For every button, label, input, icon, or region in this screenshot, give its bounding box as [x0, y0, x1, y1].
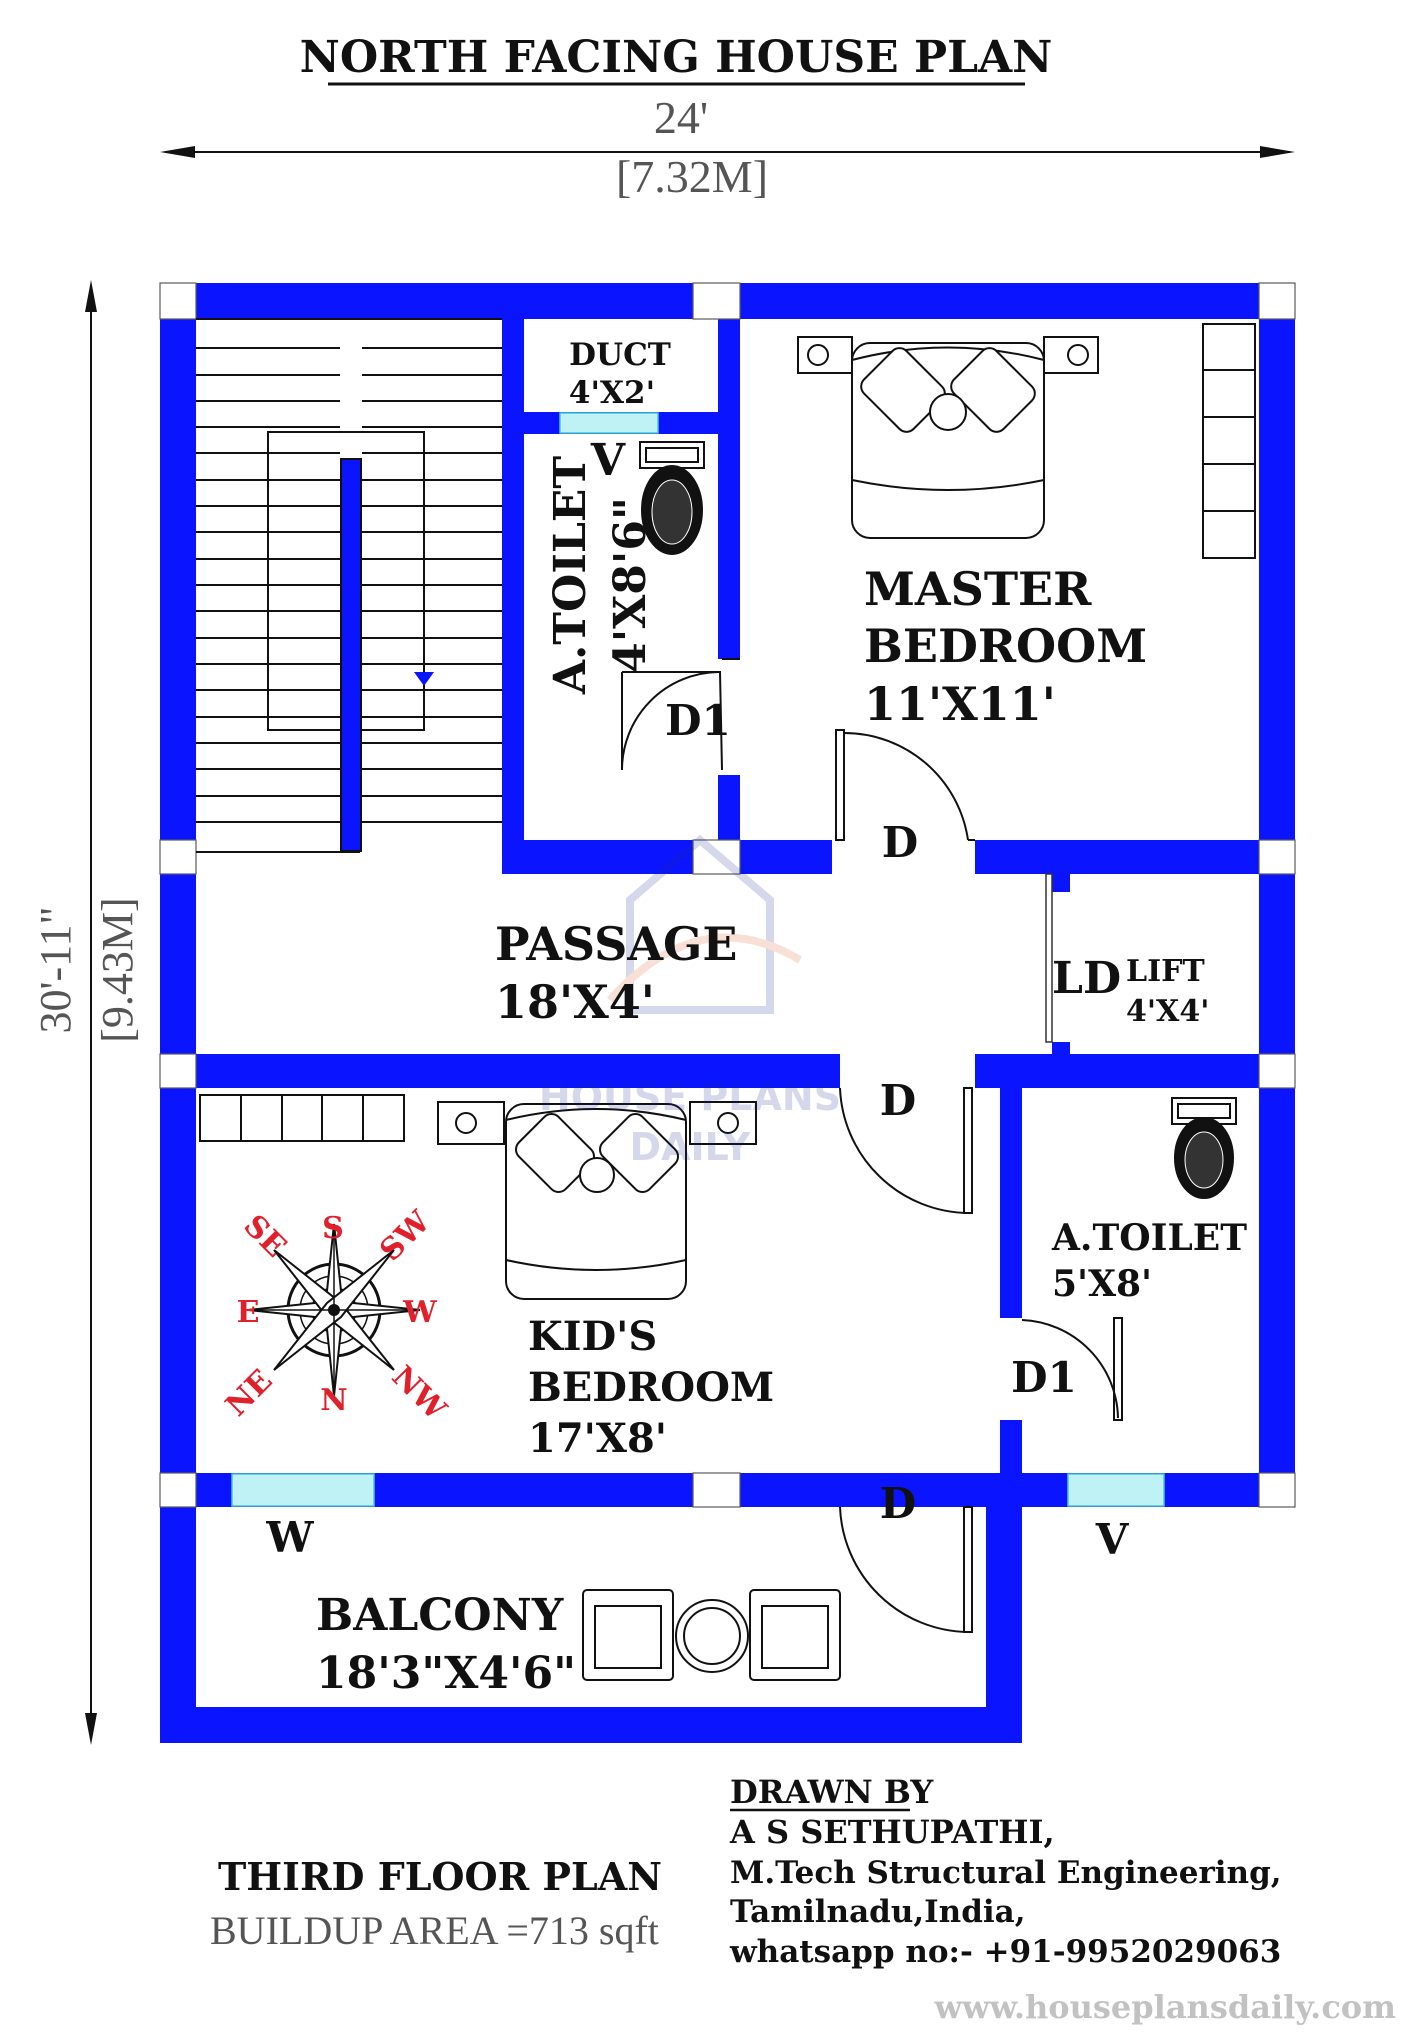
door-d1-right-label: D1 [1011, 1353, 1077, 1402]
window-label-bottom: W [265, 1513, 314, 1562]
width-dimension-feet: 24' [654, 92, 708, 143]
door-balcony-label: D [880, 1479, 916, 1528]
width-arrow-right [1260, 146, 1295, 158]
drawn-by-heading: DRAWN BY [730, 1773, 934, 1811]
kids-bed-icon [505, 1103, 687, 1300]
author-qualification: M.Tech Structural Engineering, [730, 1855, 1282, 1891]
toilet-top-size: 4'X8'6" [605, 497, 656, 673]
depth-arrow-bottom [85, 1713, 97, 1745]
width-arrow-left [160, 146, 195, 158]
kids-bedroom-size: 17'X8' [528, 1415, 667, 1462]
compass-s: S [322, 1211, 344, 1246]
kids-wardrobe-icon [199, 1094, 405, 1142]
door-master [835, 729, 975, 841]
master-wardrobe-icon [1202, 323, 1256, 559]
master-side-table-left-icon [797, 336, 853, 374]
duct-size: 4'X2' [569, 375, 655, 411]
door-kids-label: D [880, 1076, 916, 1125]
door-master-label: D [882, 818, 918, 867]
kids-bedroom-name-1: KID'S [528, 1313, 657, 1360]
door-balcony [839, 1506, 973, 1633]
wc-right-icon [1171, 1097, 1237, 1199]
ventilator-label-top: V [590, 435, 626, 486]
depth-arrow-top [85, 280, 97, 312]
lift-name: LIFT [1126, 954, 1205, 989]
toilet-right-size: 5'X8' [1052, 1263, 1152, 1305]
window-kids-bedroom [231, 1473, 375, 1507]
balcony-chair-right-icon [749, 1589, 841, 1681]
compass-rose-icon [247, 1223, 421, 1397]
depth-dimension-feet: 30'-11" [31, 907, 80, 1034]
plan-title: NORTH FACING HOUSE PLAN [300, 32, 1053, 83]
watermark-line1: HOUSE PLANS [539, 1075, 841, 1119]
balcony-chair-left-icon [582, 1589, 674, 1681]
compass-e: E [237, 1295, 260, 1330]
master-side-table-right-icon [1043, 336, 1099, 374]
toilet-right-label: A.TOILET [1051, 1217, 1247, 1259]
ventilator-toilet-top [559, 412, 659, 434]
balcony-table-icon [675, 1599, 749, 1673]
lift-door-frame [1045, 873, 1053, 1043]
door-d1-top-label: D1 [665, 696, 731, 745]
staircase [196, 318, 502, 853]
author-location: Tamilnadu,India, [730, 1894, 1026, 1930]
door-d1-right [1021, 1317, 1123, 1421]
buildup-area: BUILDUP AREA =713 sqft [210, 1908, 659, 1953]
floor-name: THIRD FLOOR PLAN [218, 1854, 662, 1899]
website-watermark: www.houseplansdaily.com [933, 1988, 1396, 2026]
master-bedroom-name-1: MASTER [864, 562, 1092, 616]
compass-w: W [402, 1295, 438, 1330]
ventilator-label-bottom: V [1095, 1515, 1130, 1564]
balcony-name: BALCONY [316, 1590, 564, 1641]
door-kids [839, 1087, 973, 1214]
compass-se: SE [237, 1208, 293, 1264]
kids-bedroom-name-2: BEDROOM [528, 1364, 774, 1411]
ventilator-toilet-right [1067, 1473, 1165, 1507]
depth-dimension-meters: [9.43M] [93, 897, 142, 1042]
compass-ne: NE [219, 1363, 279, 1423]
width-dimension-meters: [7.32M] [616, 151, 768, 202]
watermark-line2: DAILY [630, 1125, 751, 1169]
master-bed-icon [851, 342, 1045, 539]
balcony-size: 18'3"X4'6" [316, 1648, 576, 1699]
duct-label: DUCT [569, 337, 671, 373]
columns [159, 282, 1296, 1508]
lift-size: 4'X4' [1126, 994, 1209, 1029]
kids-side-table-right-icon [689, 1101, 757, 1145]
lift-door-tag: LD [1052, 953, 1121, 1004]
author-whatsapp: whatsapp no:- +91-9952029063 [729, 1934, 1281, 1970]
toilet-top-label: A.TOILET [545, 456, 596, 696]
passage-name: PASSAGE [495, 917, 737, 971]
wc-top-icon [639, 441, 705, 555]
passage-size: 18'X4' [495, 975, 655, 1029]
compass-nw: NW [385, 1359, 454, 1428]
master-bedroom-size: 11'X11' [864, 677, 1056, 731]
master-bedroom-name-2: BEDROOM [864, 619, 1147, 673]
kids-side-table-left-icon [437, 1101, 505, 1145]
compass-n: N [320, 1383, 347, 1418]
door-d1-top [621, 658, 740, 771]
author-name: A S SETHUPATHI, [729, 1813, 1055, 1851]
watermark-logo: HOUSE PLANS DAILY [539, 834, 841, 1169]
stair-direction-arrow-icon [414, 672, 434, 686]
